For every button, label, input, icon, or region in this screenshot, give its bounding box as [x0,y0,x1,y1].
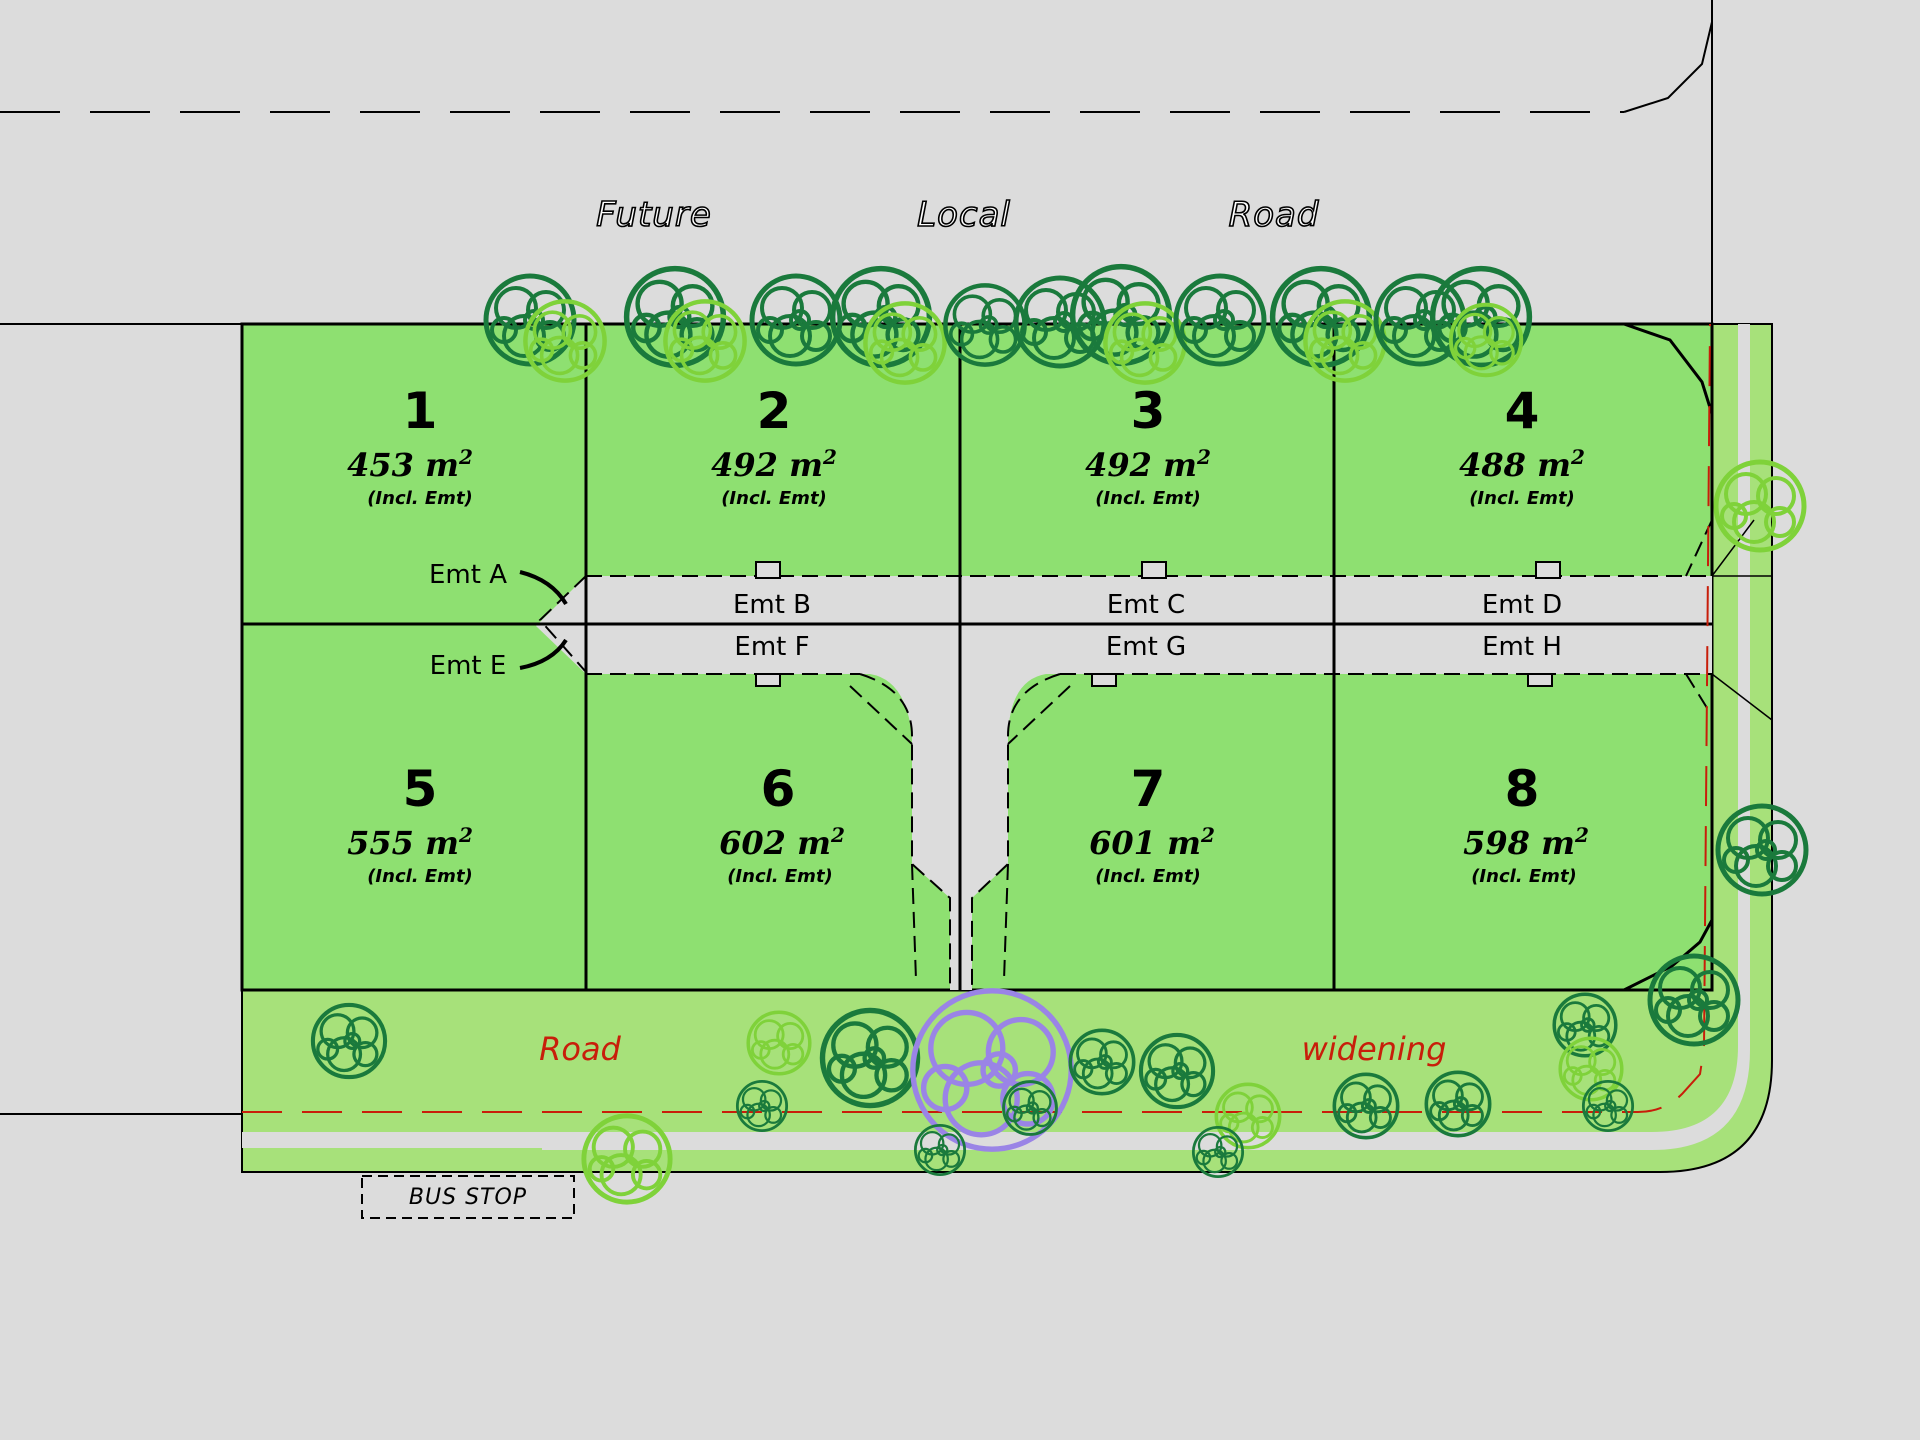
lot-note: (Incl. Emt) [1471,866,1577,887]
easement-label-a: Emt A [429,560,507,590]
road-widening-verge [241,323,1773,1173]
easement-tabs [755,561,1561,687]
easement-label-c: Emt C [1107,590,1185,620]
lot-area: 601 m2 [1089,823,1215,862]
lot-note: (Incl. Emt) [1095,866,1201,887]
lot-1[interactable]: 1 453 m2 (Incl. Emt) [347,382,473,509]
future-road-outline [0,0,1713,1115]
lot-6[interactable]: 6 602 m2 (Incl. Emt) [719,760,845,887]
lot-number: 2 [757,382,792,440]
road-widening-label: Road widening [539,1030,1446,1068]
lot-number: 7 [1131,760,1166,818]
lot-number: 5 [403,760,438,818]
easement-label-b: Emt B [733,590,811,620]
lot-area: 488 m2 [1459,445,1585,484]
lot-note: (Incl. Emt) [1095,488,1201,509]
easement-label-f: Emt F [734,632,809,662]
road-label-word-2: Local [917,195,1011,235]
lot-number: 1 [403,382,438,440]
easement-labels: Emt A Emt B Emt C Emt D Emt E Emt F Emt … [429,560,1562,681]
lot-boundaries [242,322,1773,992]
lot-4[interactable]: 4 488 m2 (Incl. Emt) [1459,382,1585,509]
lot-note: (Incl. Emt) [1469,488,1575,509]
lot-note: (Incl. Emt) [367,488,473,509]
road-label-word-1: Future [596,195,712,235]
lot-area: 555 m2 [347,823,473,862]
lot-note: (Incl. Emt) [721,488,827,509]
lot-area: 492 m2 [1085,445,1211,484]
lot-number: 6 [761,760,796,818]
lot-number: 3 [1131,382,1166,440]
lot-area: 602 m2 [719,823,845,862]
lot-3[interactable]: 3 492 m2 (Incl. Emt) [1085,382,1211,509]
future-road-label: Future Local Road [595,194,1320,236]
road-widening-line [242,323,1711,1113]
road-label-word-3: Road [1229,195,1320,235]
easement-label-e: Emt E [430,651,507,681]
lot-7[interactable]: 7 601 m2 (Incl. Emt) [1089,760,1215,887]
lot-note: (Incl. Emt) [727,866,833,887]
lot-5[interactable]: 5 555 m2 (Incl. Emt) [347,760,473,887]
lot-area: 492 m2 [711,445,837,484]
lot-area: 453 m2 [347,445,473,484]
bus-stop-label: BUS STOP [409,1185,527,1210]
widening-word-2: widening [1302,1030,1447,1068]
easement-label-g: Emt G [1106,632,1186,662]
lot-8[interactable]: 8 598 m2 (Incl. Emt) [1463,760,1589,887]
easement-outlines [538,519,1713,990]
bus-stop: BUS STOP [361,1175,575,1219]
widening-word-1: Road [539,1030,621,1068]
lot-note: (Incl. Emt) [367,866,473,887]
lot-number: 8 [1505,760,1540,818]
easement-label-h: Emt H [1482,632,1562,662]
lot-2[interactable]: 2 492 m2 (Incl. Emt) [711,382,837,509]
lot-area: 598 m2 [1463,823,1589,862]
easement-label-d: Emt D [1482,590,1562,620]
easement-strip [536,576,1712,990]
lot-number: 4 [1505,382,1540,440]
